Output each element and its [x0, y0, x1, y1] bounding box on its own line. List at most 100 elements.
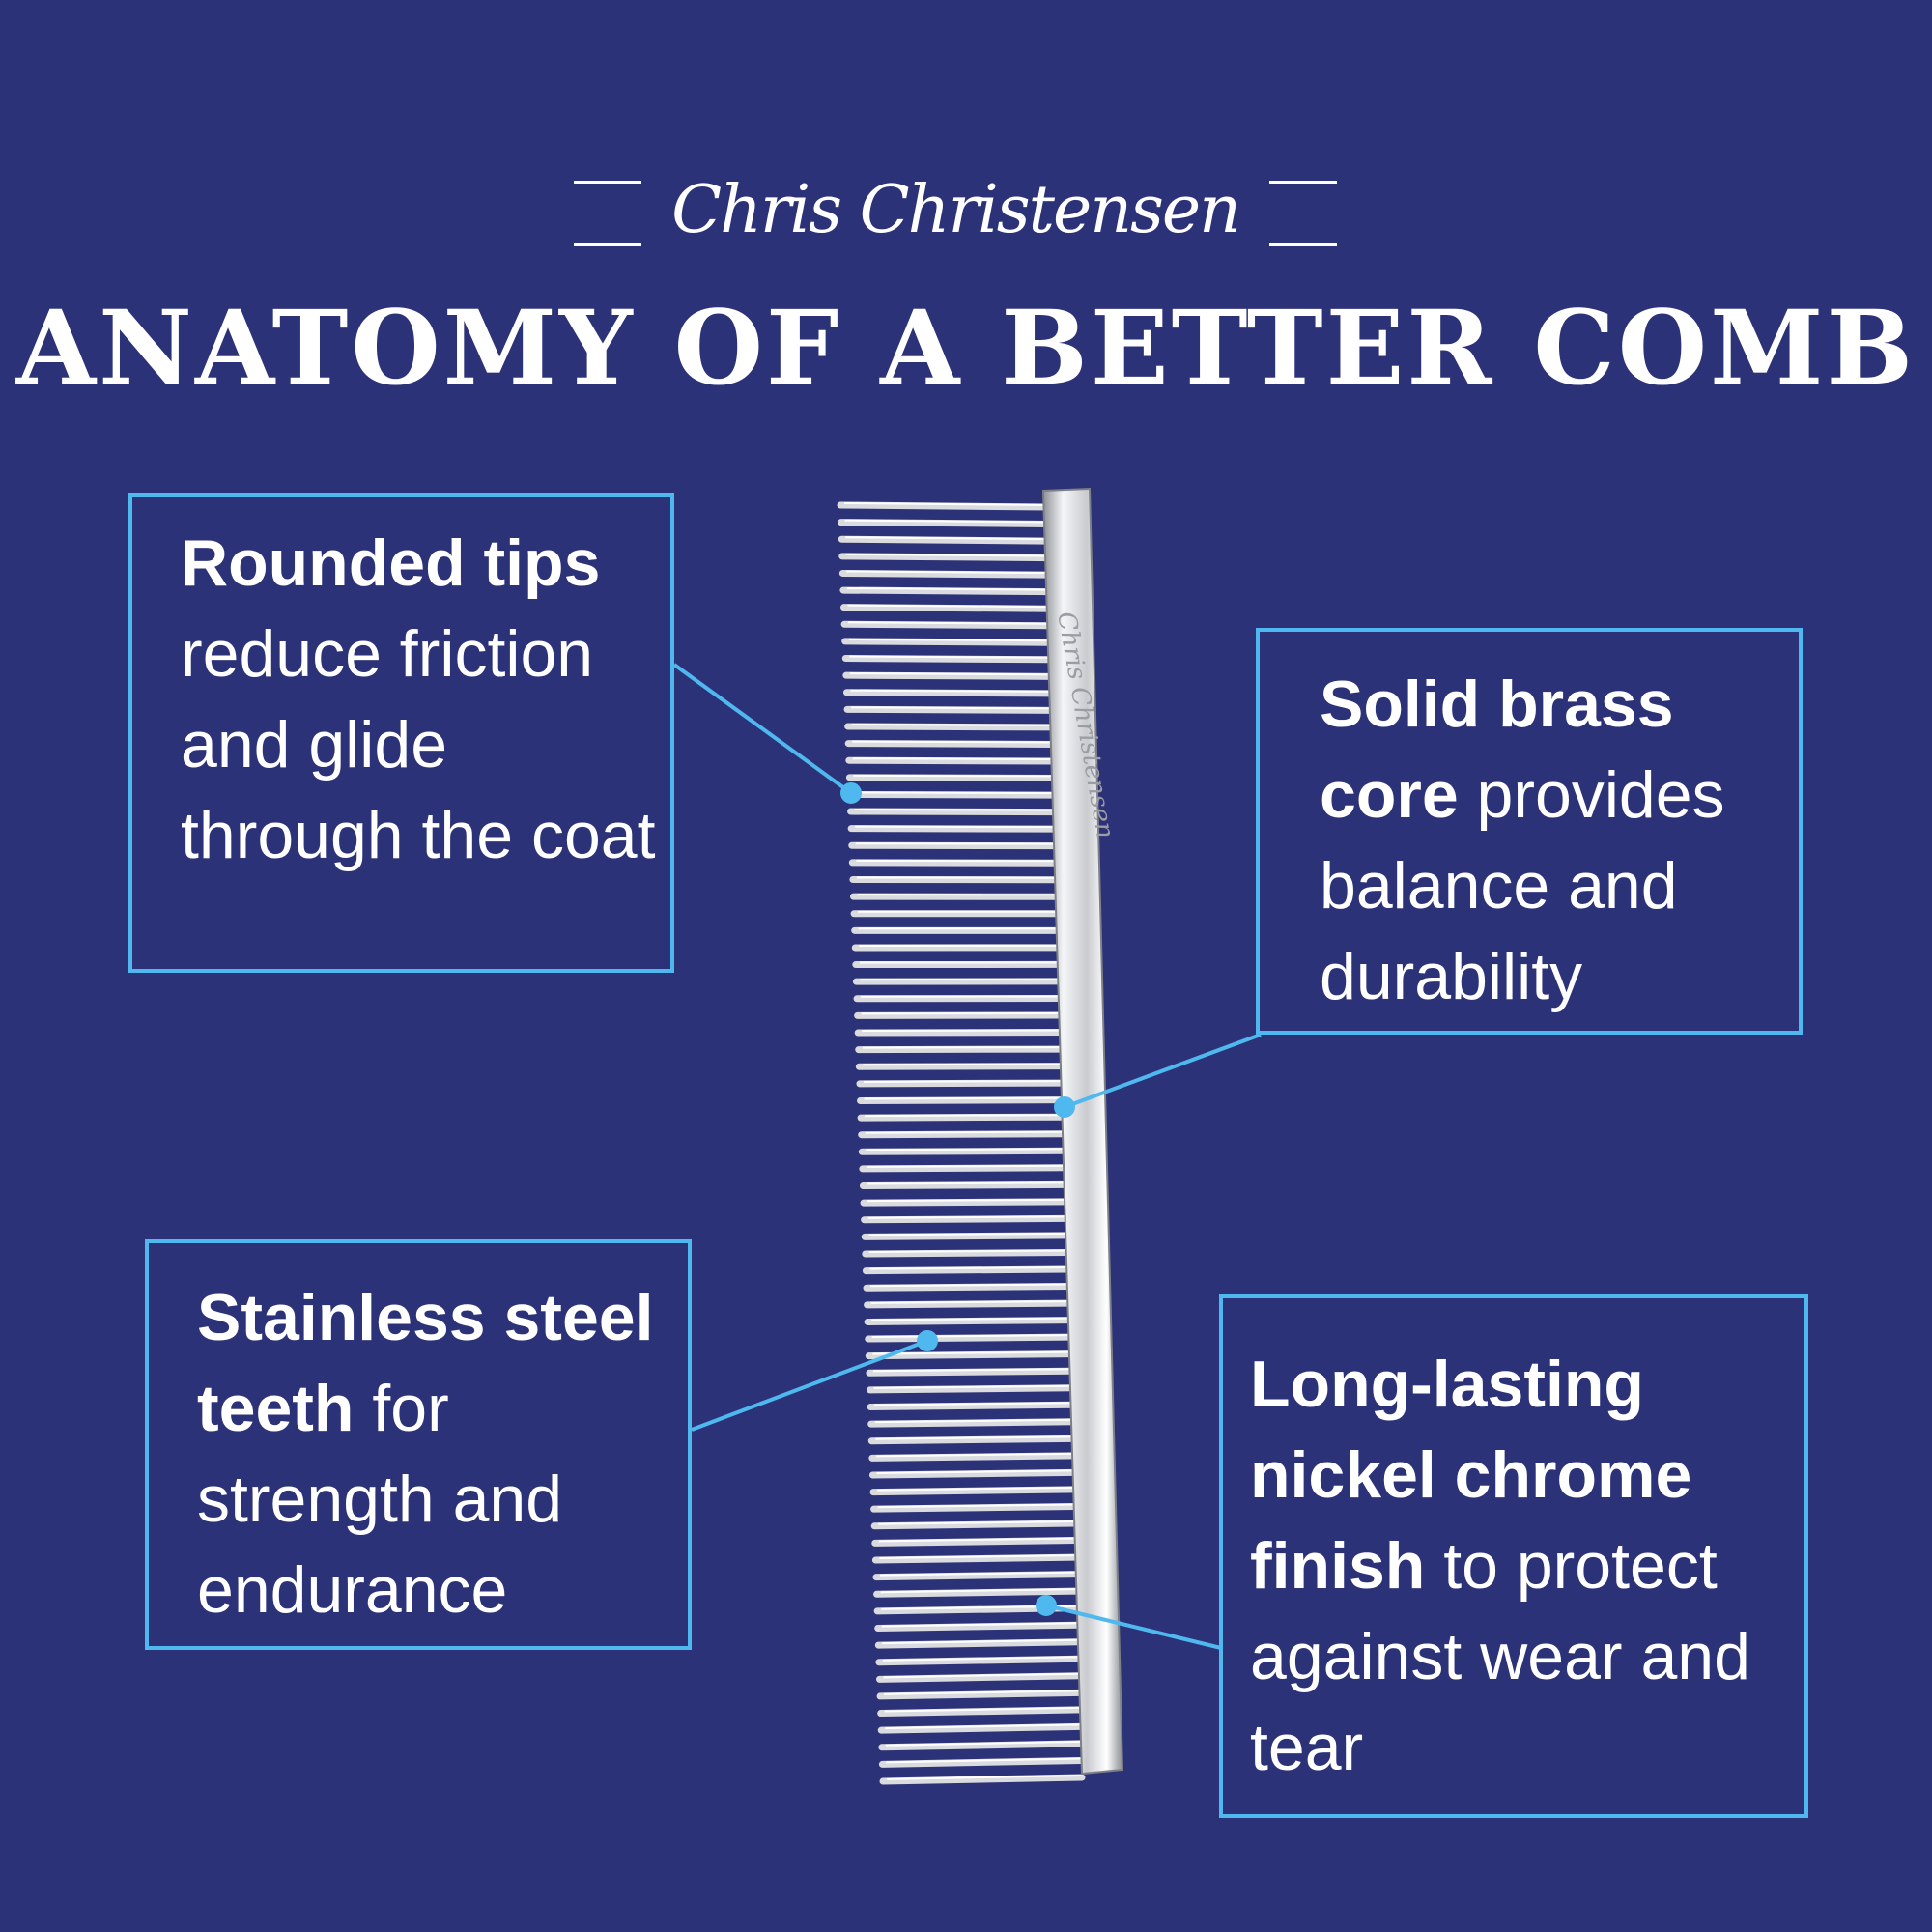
comb-tooth [875, 1655, 1083, 1666]
comb-tooth-highlight [845, 536, 1050, 541]
comb-tooth [857, 1096, 1068, 1104]
comb-tooth-highlight [886, 1775, 1083, 1780]
comb-tooth [844, 723, 1059, 731]
comb-tooth-highlight [866, 1164, 1066, 1168]
comb-tooth [862, 1248, 1072, 1258]
comb-tooth [872, 1571, 1081, 1581]
comb-tooth [879, 1774, 1086, 1785]
comb-tooth [875, 1672, 1083, 1683]
comb-tooth [847, 808, 1061, 816]
leader-dot-tips [840, 782, 862, 804]
comb-tooth [860, 1198, 1071, 1207]
comb-tooth-highlight [882, 1638, 1079, 1645]
comb-tooth-highlight [847, 604, 1052, 609]
comb-tooth [874, 1638, 1082, 1649]
comb-tooth-highlight [878, 1520, 1076, 1525]
comb-tooth [870, 1520, 1079, 1530]
leader-line-core [1064, 1033, 1262, 1109]
comb-tooth-highlight [864, 1096, 1065, 1100]
comb-tooth [878, 1740, 1085, 1751]
comb-tooth [838, 535, 1054, 545]
comb-tooth [844, 740, 1059, 748]
comb-tooth-highlight [876, 1469, 1074, 1474]
leader-line-finish [1045, 1604, 1222, 1650]
comb-tooth-highlight [863, 1080, 1065, 1083]
comb-tooth-highlight [867, 1181, 1067, 1185]
comb-tooth-highlight [885, 1740, 1082, 1747]
comb-tooth-highlight [850, 689, 1054, 693]
comb-tooth [868, 1468, 1078, 1479]
comb-tooth [838, 519, 1053, 528]
comb-tooth [867, 1401, 1076, 1411]
comb-tooth [842, 671, 1058, 680]
callout-heading: Stainless steel teeth [197, 1281, 654, 1445]
comb-tooth [840, 620, 1056, 630]
comb-tooth [865, 1333, 1074, 1343]
comb-tooth-highlight [869, 1283, 1069, 1288]
comb-tooth-highlight [852, 740, 1056, 744]
comb-tooth [859, 1164, 1070, 1173]
comb-tooth [838, 569, 1055, 579]
comb-tooth-highlight [846, 587, 1052, 591]
comb-tooth [859, 1180, 1070, 1190]
comb-tooth-highlight [868, 1249, 1068, 1253]
callout-text: provides balance and durability [1320, 758, 1725, 1013]
callout-chrome-finish: Long-lasting nickel chrome finish to pro… [1219, 1294, 1808, 1818]
comb-teeth [837, 501, 1086, 1785]
comb-tooth [863, 1283, 1073, 1292]
comb-tooth [843, 705, 1058, 714]
comb-tooth-highlight [866, 1148, 1066, 1151]
callout-brass-core: Solid brass core provides balance and du… [1256, 628, 1803, 1035]
leader-dot-teeth [917, 1330, 938, 1351]
comb-tooth [837, 501, 1053, 511]
comb-tooth-highlight [844, 519, 1050, 524]
comb-tooth [841, 655, 1057, 664]
comb-tooth-highlight [845, 553, 1051, 557]
comb-tooth-highlight [878, 1537, 1076, 1543]
leader-dot-finish [1036, 1595, 1057, 1616]
callout-heading: Long-lasting nickel chrome finish [1250, 1348, 1692, 1603]
callout-heading: Solid brass core [1320, 668, 1674, 832]
comb-tooth-highlight [872, 1368, 1072, 1373]
comb-tooth-highlight [871, 1334, 1071, 1339]
comb-tooth [876, 1689, 1084, 1700]
comb-tooth [866, 1367, 1075, 1377]
comb-tooth [867, 1384, 1076, 1394]
comb-tooth [877, 1722, 1085, 1734]
comb-spine [1041, 487, 1124, 1776]
comb-tooth [861, 1214, 1071, 1224]
callout-text: reduce friction and glide through the co… [181, 617, 656, 872]
comb-tooth [845, 756, 1060, 765]
comb-tooth [871, 1553, 1080, 1564]
leader-lines [672, 663, 1262, 1650]
comb-tooth-highlight [846, 570, 1051, 575]
comb-tooth [855, 1045, 1067, 1054]
comb-tooth-highlight [881, 1622, 1078, 1628]
comb-tooth-highlight [852, 757, 1056, 760]
comb-tooth [874, 1621, 1082, 1632]
logo-script: Chris Christensen [641, 172, 1269, 249]
comb-tooth [857, 1113, 1068, 1122]
leader-line-tips [672, 663, 853, 795]
comb-tooth-highlight [885, 1723, 1081, 1730]
comb-tooth [845, 774, 1060, 782]
comb-tooth [864, 1317, 1074, 1325]
page-title: ANATOMY OF A BETTER COMB [15, 287, 1917, 408]
leader-line-teeth [691, 1339, 928, 1432]
comb-tooth [855, 1063, 1067, 1070]
comb-tooth-highlight [884, 1690, 1080, 1695]
comb-tooth-highlight [867, 1198, 1067, 1203]
comb-tooth-highlight [875, 1435, 1073, 1440]
comb-tooth-highlight [874, 1402, 1073, 1406]
comb-tooth [873, 1587, 1081, 1598]
comb-tooth-highlight [884, 1706, 1081, 1713]
comb-tooth [865, 1350, 1075, 1360]
comb-tooth [858, 1130, 1069, 1139]
comb-tooth [878, 1756, 1086, 1768]
comb-tooth-highlight [848, 621, 1053, 625]
comb-tooth-highlight [873, 1384, 1072, 1389]
callout-text: for strength and endurance [197, 1372, 563, 1627]
brand-logo: Chris Christensen [574, 170, 1337, 249]
comb-tooth [840, 604, 1056, 612]
